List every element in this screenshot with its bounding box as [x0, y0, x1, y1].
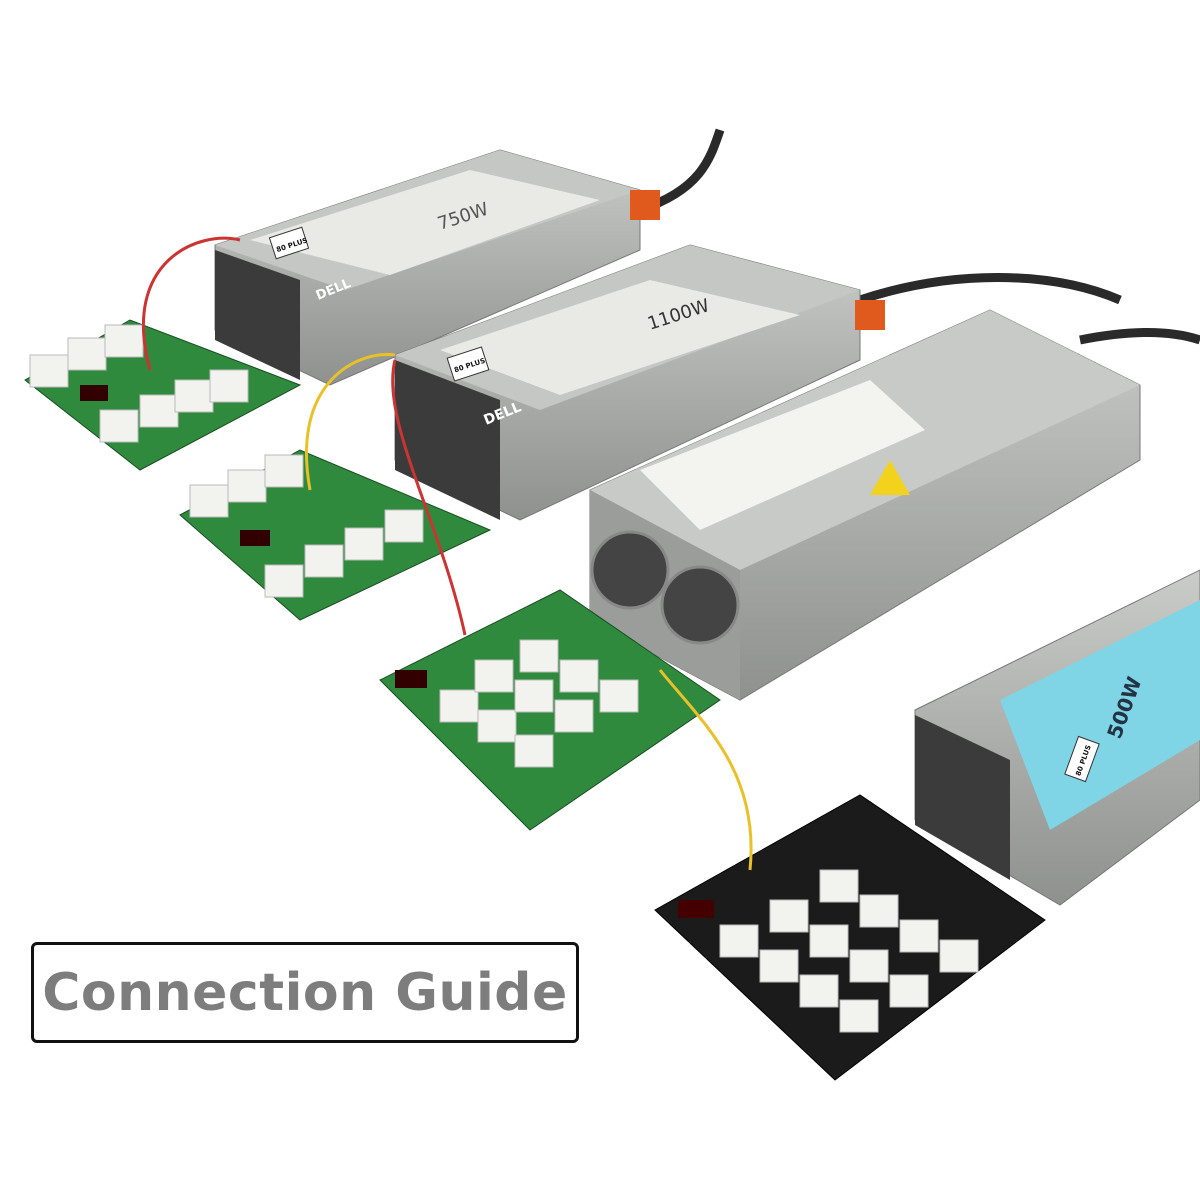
breakout-board-black — [654, 794, 1046, 1081]
signal-wire — [391, 359, 467, 636]
signal-wire — [305, 352, 396, 491]
psu-hp — [589, 309, 1141, 701]
voltage-display — [80, 385, 108, 401]
breakout-board-green — [179, 449, 492, 621]
connection-guide-caption: Connection Guide — [31, 942, 579, 1043]
signal-wire — [142, 236, 241, 371]
caption-title: Connection Guide — [42, 962, 568, 1023]
psu-500w: 500W 80 PLUS — [914, 569, 1200, 906]
breakout-board-green — [24, 319, 302, 471]
psu-dell-750w: 750W 80 PLUS DELL — [214, 149, 660, 386]
power-cable — [1079, 328, 1200, 345]
psu-dell-1100w: 1100W 80 PLUS DELL — [394, 244, 885, 521]
breakout-board-green — [379, 589, 721, 831]
signal-wire — [658, 669, 753, 871]
voltage-display — [240, 530, 270, 546]
power-cable — [858, 273, 1122, 305]
voltage-display — [678, 900, 714, 918]
voltage-display — [395, 670, 427, 688]
